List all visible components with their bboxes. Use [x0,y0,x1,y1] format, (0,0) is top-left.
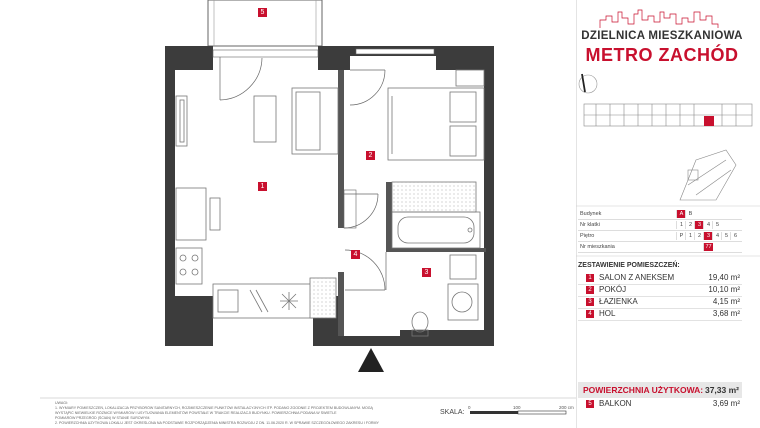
room-number: 5 [586,400,594,408]
scale-tick-100: 100 [513,405,521,410]
key-cell: 3 [694,221,704,229]
balcony-area [207,0,323,47]
room-row: 3 ŁAZIENKA 4,15 m² [578,297,742,309]
bedroom-furniture [387,69,485,213]
key-cell: A [676,210,686,218]
room-name: HOL [599,309,616,318]
room-number: 1 [586,274,594,282]
room-label-salon: 1 [258,182,267,191]
notes: UWAGI: 1. WYMIARY POMIESZCZEŃ, LOKALIZAC… [55,401,433,426]
notes-line: POMIARÓW PRZEGRÓD (ŚCIAN) W STANIE SUROW… [55,416,151,420]
room-area: 10,10 m² [708,285,740,294]
key-cell: 5 [721,232,731,240]
room-label-pokoj: 2 [366,151,375,160]
balcony-door [219,57,263,101]
key-row-mieszkanie: Nr mieszkania 77 [578,243,742,253]
key-label: Budynek [580,211,602,217]
notes-line: 1. WYMIARY POMIESZCZEŃ, LOKALIZACJA PRZY… [55,406,373,410]
total-area-label: POWIERZCHNIA UŻYTKOWA: [583,385,704,395]
key-row-pietro: Piętro P 1 2 3 4 5 6 [578,232,742,242]
key-cell: P [676,232,686,240]
room-area: 4,15 m² [712,297,740,306]
scale-label: SKALA: [440,409,465,416]
balcony-row: 5 BALKON 3,69 m² [578,399,742,410]
rooms-title: ZESTAWIENIE POMIESZCZEŃ: [578,262,680,269]
windows [212,48,435,58]
room-name: ŁAZIENKA [599,297,638,306]
skyline-logo-icon [599,9,719,28]
key-label: Nr klatki [580,222,600,228]
scale-tick-200: 200 cm [559,405,574,410]
room-name: SALON Z ANEKSEM [599,273,675,282]
notes-line: 2. POWIERZCHNIA UŻYTKOWA LOKALU JEST OKR… [55,421,379,425]
key-cell: 2 [685,221,695,229]
key-cell: 77 [703,243,713,251]
kitchen-counter [212,283,314,319]
room-label-lazienka: 3 [422,268,431,277]
key-cell: 4 [712,232,722,240]
room-area: 3,68 m² [712,309,740,318]
room-area: 19,40 m² [708,273,740,282]
key-cell: 6 [730,232,740,240]
room-name: POKÓJ [599,285,627,294]
info-panel [576,0,760,428]
room-row: 4 HOL 3,68 m² [578,309,742,321]
key-cell: 3 [703,232,713,240]
room-row: 1 SALON Z ANEKSEM 19,40 m² [578,273,742,285]
key-cell: 1 [685,232,695,240]
total-area-row: POWIERZCHNIA UŻYTKOWA: 37,33 m² [578,382,742,398]
key-label: Piętro [580,233,595,239]
room-label-balcony: 5 [258,8,267,17]
scale-bar [470,410,567,415]
key-label: Nr mieszkania [580,244,615,250]
notes-heading: UWAGI: [55,401,69,405]
room-label-hol: 4 [351,250,360,259]
key-cell: 4 [703,221,713,229]
floor-plan [40,0,576,415]
key-row-budynek: Budynek A B [578,210,742,220]
key-row-klatka: Nr klatki 1 2 3 4 5 [578,221,742,231]
key-cell: 5 [712,221,722,229]
key-cell: 2 [694,232,704,240]
key-cell: B [685,210,695,218]
scale-tick-0: 0 [468,405,471,410]
room-number: 4 [586,310,594,318]
key-cell: 1 [676,221,686,229]
brand-title: METRO ZACHÓD [585,45,739,65]
entrance-arrow-icon [358,348,384,372]
inner-walls [338,70,486,336]
room-number: 3 [586,298,594,306]
total-area-value: 37,33 m² [704,385,739,395]
brand-subtitle: DZIELNICA MIESZKANIOWA [581,30,743,42]
key-plan [583,103,753,201]
closet [343,189,357,229]
north-arrow-icon [578,73,598,94]
room-number: 2 [586,286,594,294]
room-name: BALKON [599,399,632,408]
living-furniture [175,87,339,285]
notes-line: WYSTĄPIĆ NIEWIELKIE RÓŻNICE WYMIARÓW I U… [55,411,337,415]
bathroom-fixtures [309,211,481,337]
room-row: 2 POKÓJ 10,10 m² [578,285,742,297]
room-area: 3,69 m² [712,399,740,408]
